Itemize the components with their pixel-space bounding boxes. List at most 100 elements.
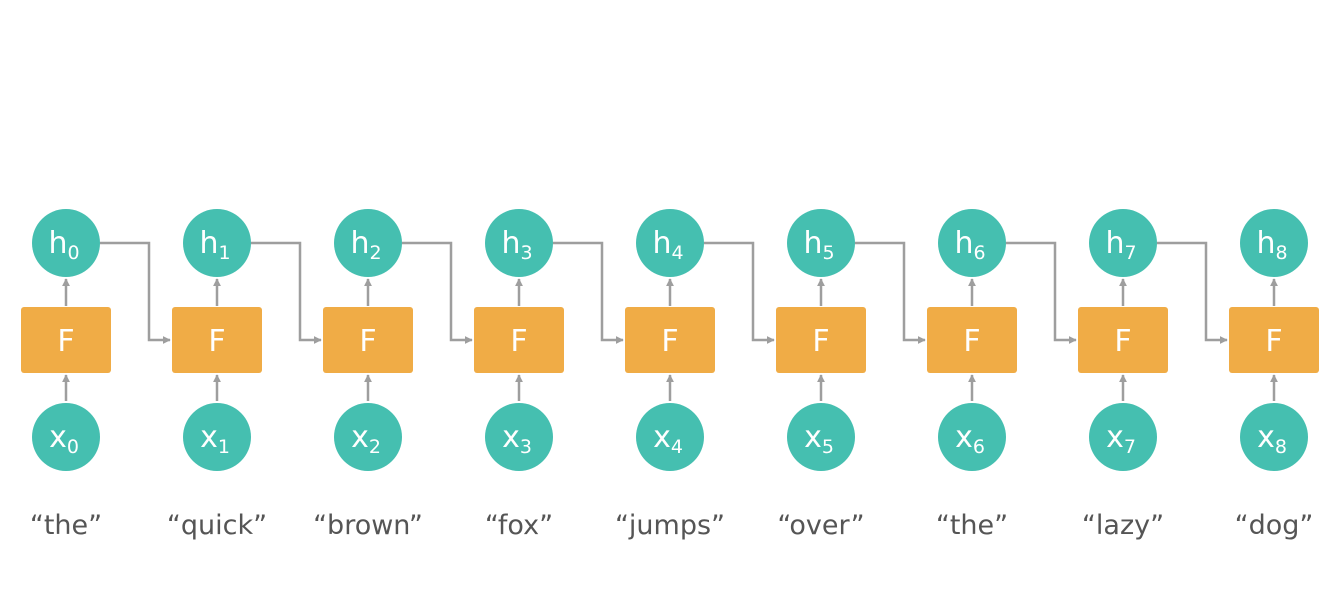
hidden-state-node <box>1089 209 1157 277</box>
hidden-state-subscript: 4 <box>671 242 683 264</box>
input-subscript: 2 <box>369 436 381 458</box>
input-subscript: 3 <box>520 436 532 458</box>
input-label: x0 <box>49 420 79 458</box>
hidden-state-node <box>938 209 1006 277</box>
input-node <box>938 403 1006 471</box>
input-word: “fox” <box>485 510 553 541</box>
input-word: “quick” <box>167 510 267 541</box>
input-symbol: x <box>1257 420 1275 455</box>
input-label: x5 <box>804 420 834 458</box>
recurrent-arrow <box>1006 241 1077 345</box>
hidden-state-subscript: 3 <box>520 242 532 264</box>
hidden-state-symbol: h <box>1256 226 1275 261</box>
input-label: x3 <box>502 420 532 458</box>
input-symbol: x <box>653 420 671 455</box>
f-block-label: F <box>208 324 225 359</box>
input-label: x2 <box>351 420 381 458</box>
recurrent-arrow <box>100 241 171 345</box>
f-block-label: F <box>1114 324 1131 359</box>
hidden-state-label: h4 <box>652 226 683 264</box>
f-block-label: F <box>57 324 74 359</box>
recurrent-arrow <box>855 241 926 345</box>
f-block-label: F <box>1265 324 1282 359</box>
input-subscript: 0 <box>67 436 79 458</box>
input-subscript: 1 <box>218 436 230 458</box>
hidden-state-label: h6 <box>954 226 985 264</box>
hidden-state-label: h5 <box>803 226 834 264</box>
f-block <box>474 307 564 373</box>
input-symbol: x <box>502 420 520 455</box>
input-node <box>32 403 100 471</box>
hidden-state-node <box>183 209 251 277</box>
hidden-state-symbol: h <box>954 226 973 261</box>
hidden-state-subscript: 7 <box>1124 242 1136 264</box>
hidden-state-subscript: 2 <box>369 242 381 264</box>
nodes-layer: Fh0x0“the”Fh1x1“quick”Fh2x2“brown”Fh3x3“… <box>21 209 1319 541</box>
hidden-state-symbol: h <box>803 226 822 261</box>
input-node <box>485 403 553 471</box>
input-word: “the” <box>30 510 102 541</box>
recurrent-arrow <box>1157 241 1228 345</box>
f-block-label: F <box>812 324 829 359</box>
input-symbol: x <box>955 420 973 455</box>
hidden-state-label: h8 <box>1256 226 1287 264</box>
hidden-state-node <box>32 209 100 277</box>
input-subscript: 5 <box>822 436 834 458</box>
f-block <box>172 307 262 373</box>
hidden-state-subscript: 1 <box>218 242 230 264</box>
f-block <box>323 307 413 373</box>
input-symbol: x <box>49 420 67 455</box>
hidden-state-node <box>787 209 855 277</box>
hidden-state-symbol: h <box>652 226 671 261</box>
hidden-state-label: h2 <box>350 226 381 264</box>
hidden-state-subscript: 5 <box>822 242 834 264</box>
input-subscript: 8 <box>1275 436 1287 458</box>
f-block <box>1078 307 1168 373</box>
input-symbol: x <box>351 420 369 455</box>
hidden-state-symbol: h <box>1105 226 1124 261</box>
hidden-state-symbol: h <box>501 226 520 261</box>
input-subscript: 7 <box>1124 436 1136 458</box>
input-symbol: x <box>1106 420 1124 455</box>
f-block <box>1229 307 1319 373</box>
f-block <box>927 307 1017 373</box>
hidden-state-node <box>334 209 402 277</box>
input-label: x1 <box>200 420 230 458</box>
hidden-state-label: h3 <box>501 226 532 264</box>
input-node <box>787 403 855 471</box>
recurrent-arrow <box>553 241 624 345</box>
hidden-state-node <box>485 209 553 277</box>
input-word: “the” <box>936 510 1008 541</box>
input-node <box>636 403 704 471</box>
hidden-state-symbol: h <box>199 226 218 261</box>
input-label: x4 <box>653 420 683 458</box>
input-word: “jumps” <box>615 510 725 541</box>
f-block <box>776 307 866 373</box>
hidden-state-label: h1 <box>199 226 230 264</box>
hidden-state-symbol: h <box>48 226 67 261</box>
f-block-label: F <box>359 324 376 359</box>
recurrent-arrow <box>251 241 322 345</box>
hidden-state-label: h7 <box>1105 226 1136 264</box>
hidden-state-subscript: 0 <box>67 242 79 264</box>
f-block <box>625 307 715 373</box>
hidden-state-subscript: 6 <box>973 242 985 264</box>
input-label: x6 <box>955 420 985 458</box>
hidden-state-node <box>1240 209 1308 277</box>
recurrent-arrow <box>402 241 473 345</box>
input-subscript: 6 <box>973 436 985 458</box>
f-block <box>21 307 111 373</box>
connectors-layer <box>61 241 1279 401</box>
hidden-state-symbol: h <box>350 226 369 261</box>
input-node <box>334 403 402 471</box>
recurrent-arrow <box>704 241 775 345</box>
hidden-state-label: h0 <box>48 226 79 264</box>
f-block-label: F <box>661 324 678 359</box>
hidden-state-subscript: 8 <box>1275 242 1287 264</box>
input-label: x7 <box>1106 420 1136 458</box>
input-symbol: x <box>804 420 822 455</box>
input-word: “lazy” <box>1082 510 1164 541</box>
hidden-state-node <box>636 209 704 277</box>
input-subscript: 4 <box>671 436 683 458</box>
